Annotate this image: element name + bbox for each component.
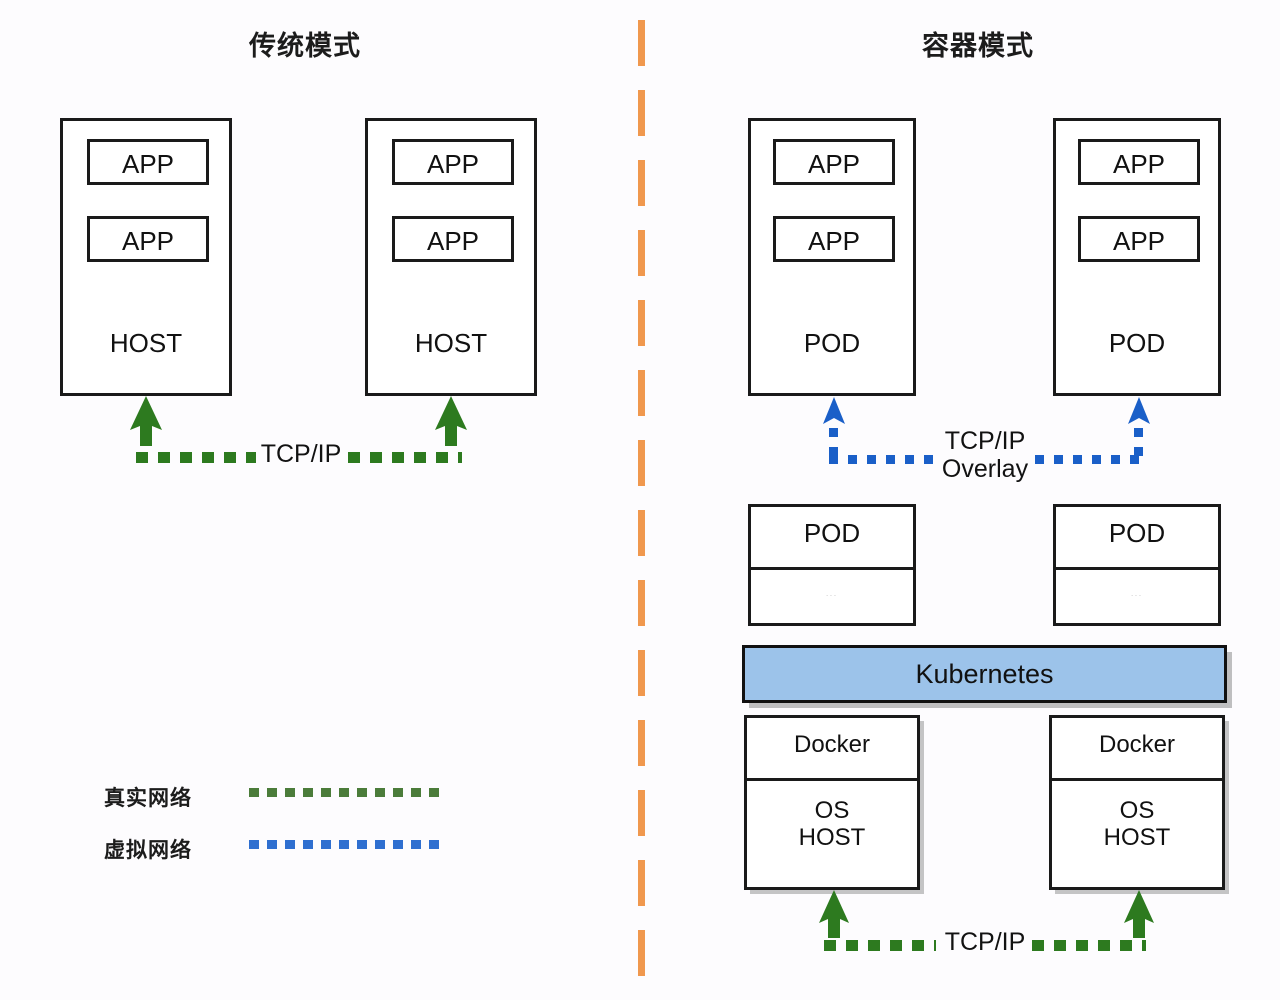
- left-network-label: TCP/IP: [258, 440, 344, 468]
- node-divider-2: [1052, 778, 1222, 781]
- pod-top-box-1: APP APP POD: [748, 118, 916, 396]
- app-box-pod1-1: APP: [773, 139, 895, 185]
- real-network-arrow-up-node-left: [819, 890, 849, 938]
- docker-label-2: Docker: [1098, 731, 1176, 758]
- real-network-arrow-up-right: [435, 396, 467, 446]
- kubernetes-label: Kubernetes: [915, 658, 1054, 689]
- pod-mid-label-1: POD: [803, 518, 861, 548]
- app-box-1-2: APP: [87, 216, 209, 262]
- real-network-segment-bottom-left: [824, 940, 936, 951]
- node-divider-1: [747, 778, 917, 781]
- pod-mid-box-2: POD ...: [1053, 504, 1221, 626]
- real-network-segment-right: [348, 452, 462, 463]
- virtual-network-arrow-up-left: [823, 397, 845, 424]
- bottom-network-label: TCP/IP: [942, 928, 1028, 956]
- real-network-arrow-up-left: [130, 396, 162, 446]
- left-panel-title: 传统模式: [249, 31, 361, 61]
- os-host-label-2: OS HOST: [1103, 797, 1171, 851]
- app-label: APP: [426, 149, 480, 179]
- virtual-network-riser-right: [1134, 428, 1143, 462]
- app-label: APP: [1112, 149, 1166, 179]
- app-label: APP: [121, 149, 175, 179]
- legend-label-real-network: 真实网络: [104, 787, 192, 810]
- docker-label-1: Docker: [793, 731, 871, 758]
- app-box-pod2-2: APP: [1078, 216, 1200, 262]
- overlay-network-label: TCP/IP Overlay: [939, 427, 1031, 483]
- pod-mid-divider-2: [1056, 567, 1218, 570]
- pod-mid-sublabel-2: ...: [1131, 591, 1143, 598]
- legend-label-virtual-network: 虚拟网络: [104, 839, 192, 862]
- legend-swatch-virtual-network: [249, 840, 439, 849]
- app-box-pod1-2: APP: [773, 216, 895, 262]
- app-box-2-2: APP: [392, 216, 514, 262]
- virtual-network-segment-right: [1035, 455, 1143, 464]
- virtual-network-riser-left: [829, 428, 838, 462]
- app-box-pod2-1: APP: [1078, 139, 1200, 185]
- real-network-segment-bottom-right: [1032, 940, 1146, 951]
- app-box-2-1: APP: [392, 139, 514, 185]
- pod-mid-sublabel-1: ...: [826, 591, 838, 598]
- host-box-1: APP APP HOST: [60, 118, 232, 396]
- host-box-2: APP APP HOST: [365, 118, 537, 396]
- real-network-arrow-up-node-right: [1124, 890, 1154, 938]
- pod-top-box-2: APP APP POD: [1053, 118, 1221, 396]
- pod-top-label-2: POD: [1108, 328, 1166, 358]
- virtual-network-arrow-up-right: [1128, 397, 1150, 424]
- app-label: APP: [807, 149, 861, 179]
- host-label-2: HOST: [414, 328, 488, 358]
- pod-mid-box-1: POD ...: [748, 504, 916, 626]
- right-panel-title: 容器模式: [922, 31, 1034, 61]
- os-host-label-1: OS HOST: [798, 797, 866, 851]
- host-label-1: HOST: [109, 328, 183, 358]
- panel-divider: [638, 20, 645, 980]
- real-network-segment-left: [136, 452, 256, 463]
- kubernetes-bar: Kubernetes: [742, 645, 1227, 703]
- pod-mid-label-2: POD: [1108, 518, 1166, 548]
- pod-mid-divider-1: [751, 567, 913, 570]
- app-box-1-1: APP: [87, 139, 209, 185]
- virtual-network-segment-left: [829, 455, 935, 464]
- app-label: APP: [807, 226, 861, 256]
- legend-swatch-real-network: [249, 788, 439, 797]
- app-label: APP: [426, 226, 480, 256]
- app-label: APP: [121, 226, 175, 256]
- app-label: APP: [1112, 226, 1166, 256]
- node-box-2: Docker OS HOST: [1049, 715, 1225, 890]
- node-box-1: Docker OS HOST: [744, 715, 920, 890]
- pod-top-label-1: POD: [803, 328, 861, 358]
